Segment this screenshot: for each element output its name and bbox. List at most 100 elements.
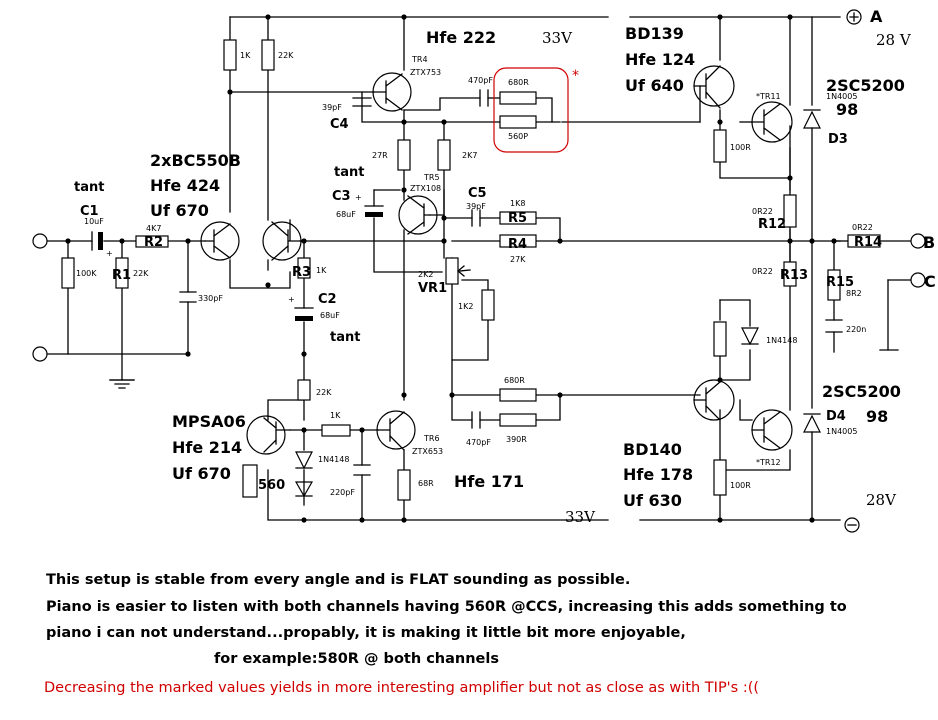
diode-d3 <box>803 109 821 129</box>
component-label: 390R <box>506 435 527 444</box>
component-label: 1N4005 <box>826 92 857 101</box>
component-label: R13 <box>780 268 808 283</box>
component-label: 470pF <box>468 76 493 85</box>
input-terminal-bottom[interactable] <box>32 346 48 362</box>
component-label: 1K2 <box>458 302 473 311</box>
bd140-uf: Uf 630 <box>623 491 682 510</box>
component-label: ZTX108 <box>410 184 441 193</box>
out-bottom-hfe: 98 <box>866 407 888 426</box>
supply-terminal-a[interactable] <box>846 9 862 25</box>
component-label: 100K <box>76 269 97 278</box>
marker-star: * <box>572 68 579 84</box>
component-label: ZTX753 <box>410 68 441 77</box>
transistor-mpsa06 <box>246 415 291 455</box>
out-top-label: 2SC5200 <box>826 76 905 95</box>
ccs-type: MPSA06 <box>172 412 246 431</box>
bd140-hfe: Hfe 178 <box>623 465 693 484</box>
supply-terminal-minus[interactable] <box>844 517 860 533</box>
component-label: R5 <box>508 211 527 226</box>
transistor-tr4 <box>372 72 412 112</box>
component-label: 22K <box>316 388 332 397</box>
component-label: 10uF <box>84 217 104 226</box>
diode-d4 <box>803 413 821 433</box>
capacitor-220n <box>825 319 843 333</box>
terminal-a-label: A <box>870 7 883 26</box>
rail-33v-bottom: 33V <box>565 508 596 526</box>
component-label: 1N4148 <box>766 336 797 345</box>
tr4-hfe: Hfe 222 <box>426 28 496 47</box>
rail-28v-bottom: 28V <box>866 491 897 509</box>
component-label: TR5 <box>423 173 440 182</box>
component-label: 560 <box>258 478 285 493</box>
resistor-r14 <box>847 234 881 248</box>
capacitor-220pf <box>353 464 371 476</box>
component-label: VR1 <box>418 281 447 296</box>
component-label: 0R22 <box>852 223 873 232</box>
component-label: tant <box>334 165 364 180</box>
component-label: 22K <box>133 269 149 278</box>
transistor-ltp-left <box>200 221 240 261</box>
out-bottom-label: 2SC5200 <box>822 382 901 401</box>
diode-1n4148-ccs <box>294 451 314 498</box>
component-label: 0R22 <box>752 207 773 216</box>
resistor-1k-ccs <box>321 424 351 437</box>
terminal-b-label: B <box>923 233 935 252</box>
input-terminal-top[interactable] <box>32 233 48 249</box>
capacitor-470pf-bottom <box>471 411 481 429</box>
component-label: 39pF <box>466 202 486 211</box>
component-label: 1K <box>240 51 251 60</box>
output-terminal-c[interactable] <box>910 272 926 288</box>
component-label: 2K7 <box>462 151 477 160</box>
component-label: D3 <box>828 132 848 147</box>
capacitor-c1 <box>91 231 103 251</box>
component-label: D4 <box>826 409 846 424</box>
component-label: TR4 <box>411 55 428 64</box>
resistor-100k <box>61 257 75 289</box>
resistor-r12 <box>783 194 797 228</box>
component-label: R12 <box>758 217 786 232</box>
resistor-680r-top <box>499 91 537 105</box>
capacitor-470pf-top <box>479 89 489 107</box>
resistor-68r <box>397 469 411 501</box>
resistor-r1 <box>115 257 129 289</box>
component-label: R14 <box>854 235 882 250</box>
resistor-1k2 <box>481 289 495 321</box>
capacitor-c3 <box>364 205 384 217</box>
resistor-r13 <box>783 261 797 287</box>
component-label: 100R <box>730 143 751 152</box>
component-label: 22K <box>278 51 294 60</box>
tr6-hfe: Hfe 171 <box>454 472 524 491</box>
resistor-390r <box>499 413 537 427</box>
component-label: 2K2 <box>418 270 433 279</box>
component-label: *TR12 <box>756 458 781 467</box>
note-line-4: for example:580R @ both channels <box>214 651 499 667</box>
resistor-100r-bottom <box>713 459 727 496</box>
component-label: 1K <box>330 411 341 420</box>
schematic-labels: A B C 33V 33V 28 V 28V * 1K 22K 100K R1 … <box>74 7 936 526</box>
transistor-ltp-right <box>262 221 302 261</box>
component-label: 560P <box>508 132 528 141</box>
potentiometer-vr1[interactable] <box>445 257 471 285</box>
ccs-uf: Uf 670 <box>172 464 231 483</box>
note-line-1: This setup is stable from every angle an… <box>46 572 631 588</box>
component-label: 68uF <box>320 311 340 320</box>
resistor-r4 <box>499 234 537 248</box>
component-label: 39pF <box>322 103 342 112</box>
resistor-100r-top <box>713 129 727 163</box>
component-label: R15 <box>826 275 854 290</box>
transistor-bd140 <box>693 379 735 421</box>
rail-33v-top: 33V <box>542 29 573 47</box>
diode-1n4148-vbe <box>741 327 759 346</box>
ltp-uf: Uf 670 <box>150 201 209 220</box>
component-label: + <box>288 295 295 304</box>
resistor-r5 <box>499 211 537 225</box>
bd139-hfe: Hfe 124 <box>625 50 695 69</box>
bd139-label: BD139 <box>625 24 684 43</box>
resistor-27r <box>397 139 411 171</box>
component-label: 27R <box>372 151 388 160</box>
resistor-560p <box>499 115 537 129</box>
component-label: C3 <box>332 189 351 204</box>
transistor-2sc5200-top <box>751 101 793 143</box>
output-terminal-b[interactable] <box>910 233 926 249</box>
